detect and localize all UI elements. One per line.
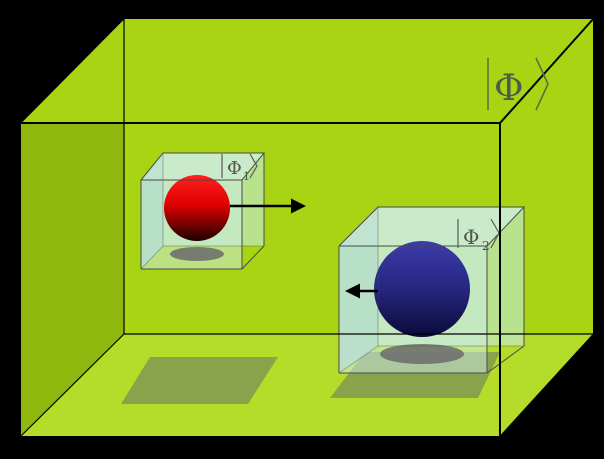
particle-2-shadow (380, 344, 464, 364)
particle-1-group: Φ 1 (140, 152, 306, 270)
ket-phi-2-subscript: 2 (482, 239, 490, 253)
ket-phi-2-symbol: Φ (463, 225, 479, 249)
particle-1-sphere (164, 175, 230, 241)
outer-box-top (20, 18, 594, 123)
particle-2-group: Φ 2 (338, 206, 526, 374)
ket-phi-1-symbol: Φ (227, 158, 242, 179)
particle-1-shadow (170, 247, 224, 261)
cube-2-top (339, 207, 524, 246)
ket-phi-1: Φ 1 (221, 153, 258, 183)
particle-2-sphere (374, 241, 470, 337)
ket-phi-outer-symbol: Φ (494, 68, 524, 109)
floor-shadow-1 (121, 357, 278, 404)
ket-phi-outer: Φ (487, 57, 549, 111)
ket-phi-1-subscript: 1 (243, 170, 250, 183)
cube-1-top (141, 153, 264, 180)
outer-box-edges (19, 17, 595, 438)
